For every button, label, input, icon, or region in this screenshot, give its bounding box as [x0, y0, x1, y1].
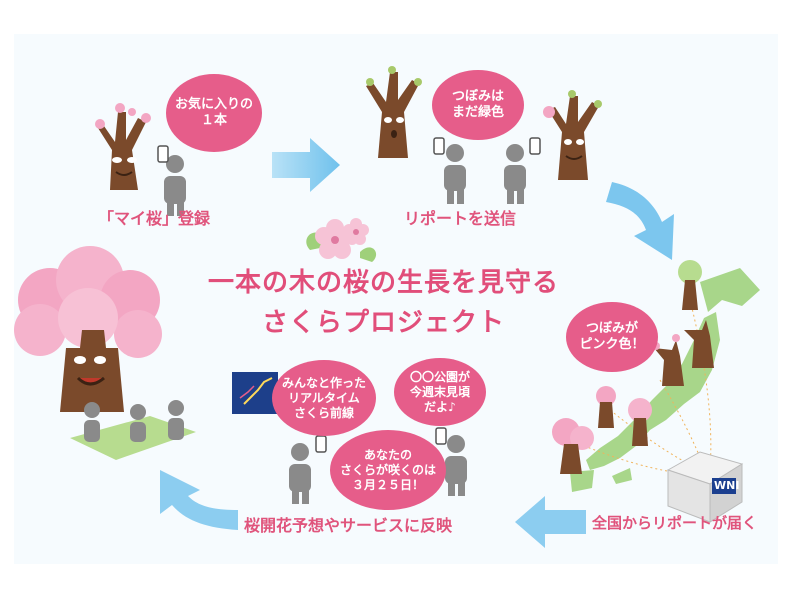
speech-bubble-buds-pink: つぼみが ピンク色！: [566, 302, 658, 372]
bubble-text: あなたの: [363, 447, 412, 462]
sakura-tree-character-icon: [543, 90, 602, 180]
main-title-line1: 一本の木の桜の生長を見守る: [208, 268, 560, 298]
bubble-text: だよ♪: [424, 399, 456, 414]
bubble-text: １本: [200, 113, 227, 128]
blooming-sakura-tree-icon: [552, 418, 594, 474]
person-with-phone-icon: [433, 137, 466, 204]
bubble-text: さくらが咲くのは: [339, 462, 436, 477]
sakura-flower-icon: [306, 218, 377, 262]
bubble-text: 〇〇公園が: [409, 369, 470, 384]
bubble-text: さくら前線: [293, 405, 354, 420]
sakura-front-map-icon: [232, 372, 278, 414]
picnic-group-icon: [70, 400, 196, 460]
blooming-sakura-tree-icon: [14, 246, 162, 412]
arrow-curve-down-icon: [606, 182, 674, 260]
bubble-text: ピンク色！: [579, 337, 645, 352]
sakura-tree-character-icon: [684, 320, 714, 368]
bubble-text: ３月２５日！: [351, 477, 424, 492]
person-with-phone-icon: [435, 427, 467, 496]
bubble-text: リアルタイム: [288, 390, 360, 405]
speech-bubble-favorite: お気に入りの １本: [166, 74, 262, 152]
sakura-tree-character-icon: [366, 66, 422, 158]
speech-bubble-realtime-front: みんなと作った リアルタイム さくら前線: [272, 360, 376, 436]
bubble-text: みんなと作った: [281, 375, 366, 390]
person-with-phone-icon: [289, 435, 327, 504]
sakura-tree-character-icon: [95, 103, 151, 190]
step-label-forecast: 桜開花予想やサービスに反映: [244, 516, 453, 535]
arrow-curve-up-icon: [160, 470, 238, 530]
person-with-phone-icon: [504, 137, 541, 204]
main-title-line2: さくらプロジェクト: [262, 308, 506, 338]
sakura-tree-character-icon: [628, 398, 652, 446]
speech-bubble-buds-green: つぼみは まだ緑色: [432, 70, 524, 140]
arrow-right-icon: [272, 138, 340, 192]
bubble-text: つぼみは: [451, 88, 504, 104]
step-label-report: リポートを送信: [404, 209, 517, 228]
step-label-nationwide: 全国からリポートが届く: [592, 514, 758, 532]
bubble-text: まだ緑色: [451, 105, 504, 120]
sakura-tree-character-icon: [678, 260, 702, 310]
person-with-phone-icon: [157, 145, 186, 216]
bubble-text: 今週末見頃: [409, 384, 470, 399]
step-label-register: 「マイ桜」登録: [98, 209, 211, 228]
arrow-left-bottom-icon: [515, 496, 586, 548]
wni-logo: WNI: [714, 479, 740, 492]
sakura-tree-character-icon: [596, 386, 616, 428]
bubble-text: つぼみが: [585, 320, 638, 336]
wni-server-icon: [666, 451, 744, 523]
speech-bubble-your-sakura: あなたの さくらが咲くのは ３月２５日！: [330, 430, 446, 510]
speech-bubble-park-peak: 〇〇公園が 今週末見頃 だよ♪: [394, 358, 486, 426]
bubble-text: お気に入りの: [174, 96, 253, 112]
